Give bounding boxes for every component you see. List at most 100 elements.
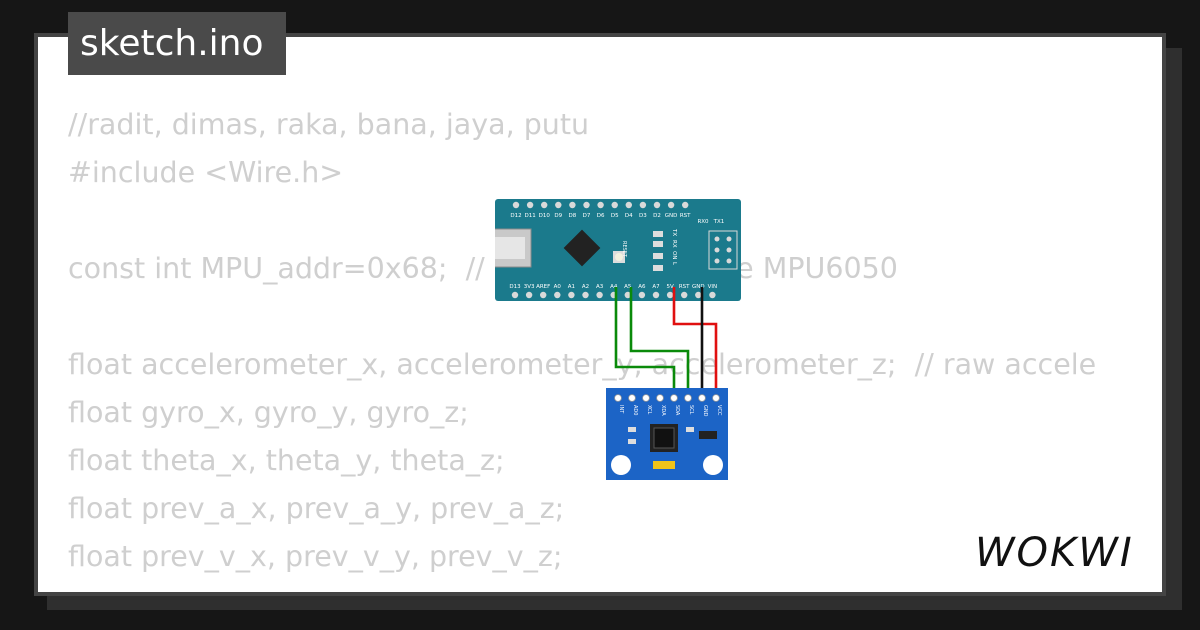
pin-label: D8 <box>569 213 577 219</box>
pin-label: A7 <box>652 284 660 290</box>
pin-label: A6 <box>638 284 646 290</box>
icsp-pins <box>714 236 732 264</box>
wokwi-logo: WOKWI <box>975 530 1134 576</box>
pin-d12[interactable] <box>512 201 520 209</box>
pin-a7[interactable] <box>652 291 660 299</box>
pin-3v3[interactable] <box>525 291 533 299</box>
pin-label: 3V3 <box>524 284 535 290</box>
sensor-pin-ad0[interactable] <box>628 394 636 402</box>
sensor-pin-label: XDA <box>660 405 666 416</box>
pin-label: RST <box>680 213 691 219</box>
pin-label: RST <box>679 284 690 290</box>
sensor-pin-vcc[interactable] <box>712 394 720 402</box>
pin-label: D4 <box>625 213 633 219</box>
pin-5v[interactable] <box>666 291 674 299</box>
pin-rst[interactable] <box>681 291 688 299</box>
sensor-pin-row <box>614 394 720 402</box>
wire-5v-vcc[interactable] <box>672 287 718 397</box>
wires <box>614 287 718 397</box>
code-line: float gyro_x, gyro_y, gyro_z; <box>68 396 469 429</box>
led-label: TX <box>671 228 677 236</box>
pin-d3[interactable] <box>639 201 647 209</box>
pin-d13[interactable] <box>511 291 519 299</box>
pin-label: A2 <box>582 284 589 290</box>
pin-label: D7 <box>583 213 591 219</box>
pin-label: TX1 <box>713 219 725 225</box>
led-label: RX <box>671 240 677 248</box>
pin-gnd[interactable] <box>667 201 675 209</box>
file-title-tab: sketch.ino <box>68 12 286 75</box>
top-pin-row <box>512 201 689 209</box>
pin-label: D5 <box>611 213 619 219</box>
sensor-pin-xcl[interactable] <box>642 394 650 402</box>
pin-gnd[interactable] <box>695 291 702 299</box>
sensor-pin-label: SDA <box>674 405 680 416</box>
pin-rst[interactable] <box>682 201 689 209</box>
pin-label: 5V <box>666 284 673 290</box>
sensor-pin-sda[interactable] <box>670 394 678 402</box>
led-icon <box>653 241 663 247</box>
sensor-pin-xda[interactable] <box>656 394 664 402</box>
mounting-hole-icon <box>611 455 631 475</box>
pin-label: D11 <box>524 213 535 219</box>
pin-label: GND <box>692 284 705 290</box>
microcontroller-chip-icon <box>563 229 601 267</box>
code-preview: //radit, dimas, raka, bana, jaya, putu#i… <box>68 101 1097 592</box>
pin-label: D12 <box>510 213 521 219</box>
pin-d4[interactable] <box>625 201 632 209</box>
sensor-label-pad <box>653 461 675 469</box>
regulator-icon <box>699 431 717 439</box>
pin-label: A0 <box>554 284 562 290</box>
wire-a4-sda[interactable] <box>614 287 676 397</box>
sensor-pin-label: GND <box>702 405 708 417</box>
pin-d9[interactable] <box>555 201 562 209</box>
pin-a0[interactable] <box>554 291 561 299</box>
pin-label: AREF <box>536 284 550 290</box>
pin-d11[interactable] <box>526 201 534 209</box>
code-line: float theta_x, theta_y, theta_z; <box>68 444 505 477</box>
pin-d2[interactable] <box>653 201 661 209</box>
pin-a5[interactable] <box>624 291 631 299</box>
pin-a2[interactable] <box>582 291 589 299</box>
pin-a6[interactable] <box>638 291 646 299</box>
led-label: ON <box>671 251 677 259</box>
pin-d8[interactable] <box>569 201 576 209</box>
pin-label: D9 <box>554 213 562 219</box>
usb-connector-inner <box>495 237 525 259</box>
sensor-pin-label: XCL <box>646 405 652 415</box>
sensor-pin-label: AD0 <box>632 405 638 415</box>
board-body <box>495 199 741 301</box>
mounting-hole-icon <box>703 455 723 475</box>
smd-component-icon <box>686 427 694 432</box>
pin-d5[interactable] <box>611 201 618 209</box>
code-line: float prev_a_x, prev_a_y, prev_a_z; <box>68 492 565 525</box>
wokwi-logo-text: WOKWI <box>975 530 1134 576</box>
icsp-header <box>708 230 738 270</box>
smd-component-icon <box>628 427 636 432</box>
pin-d6[interactable] <box>597 201 604 209</box>
pin-a1[interactable] <box>568 291 575 299</box>
sensor-pin-scl[interactable] <box>684 394 692 402</box>
sensor-pin-gnd[interactable] <box>698 394 706 402</box>
pin-vin[interactable] <box>709 291 716 299</box>
pin-label: A3 <box>596 284 604 290</box>
led-icon <box>653 231 663 237</box>
pin-a3[interactable] <box>596 291 603 299</box>
pin-aref[interactable] <box>540 291 547 299</box>
led-icon <box>653 253 663 259</box>
pin-d7[interactable] <box>583 201 590 209</box>
pin-label: D2 <box>653 213 661 219</box>
pin-d10[interactable] <box>541 201 548 209</box>
pin-label: D3 <box>639 213 647 219</box>
sensor-pin-int[interactable] <box>614 394 622 402</box>
code-line: float accelerometer_x, accelerometer_y, … <box>68 348 1097 381</box>
bottom-pin-row <box>511 291 716 299</box>
wire-a5-scl[interactable] <box>629 287 690 397</box>
